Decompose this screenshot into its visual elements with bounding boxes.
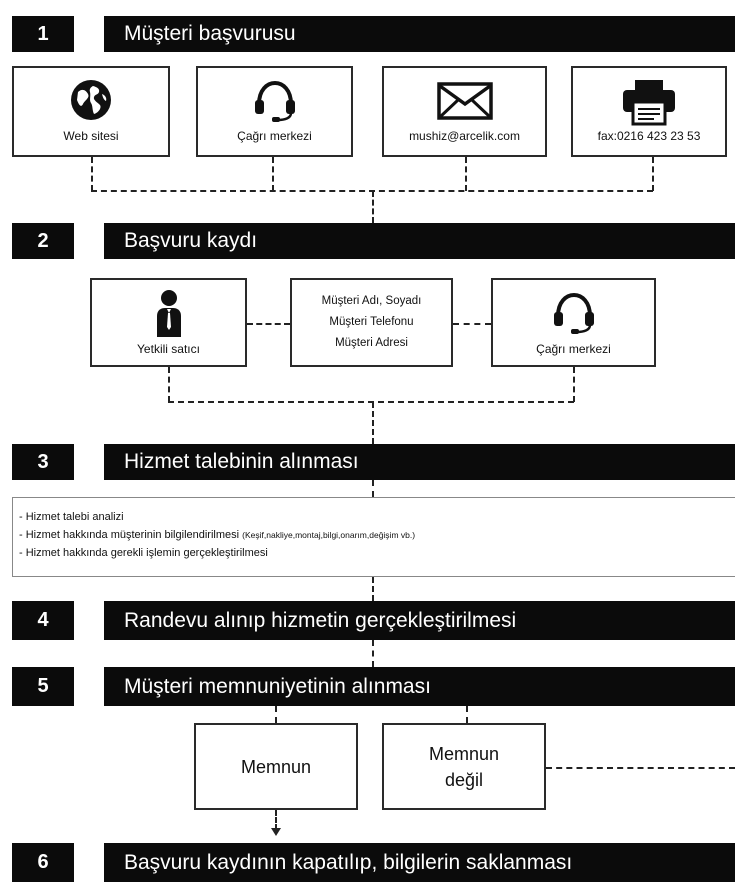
registration-label: Yetkili satıcı	[137, 342, 200, 356]
service-details-box: - Hizmet talebi analizi - Hizmet hakkınd…	[12, 497, 735, 577]
service-item-note: (Keşif,nakliye,montaj,bilgi,onarım,değiş…	[242, 530, 416, 540]
connector	[247, 323, 290, 325]
satisfied-label: Memnun	[240, 756, 312, 777]
fax-icon	[573, 78, 725, 126]
connector	[275, 810, 277, 830]
channel-label: fax:0216 423 23 53	[597, 129, 701, 143]
service-item: - Hizmet talebi analizi	[19, 511, 124, 523]
customer-address-field: Müşteri Adresi	[335, 337, 408, 349]
step-number-5: 5	[12, 667, 74, 706]
registration-label: Çağrı merkezi	[536, 342, 611, 356]
step-number-4: 4	[12, 601, 74, 640]
connector	[91, 157, 93, 191]
service-item: - Hizmet hakkında gerekli işlemin gerçek…	[19, 547, 268, 559]
connector	[573, 367, 575, 402]
globe-icon	[14, 78, 168, 122]
customer-phone-field: Müşteri Telefonu	[329, 316, 414, 328]
person-icon	[92, 289, 245, 339]
registration-customer-info: Müşteri Adı, Soyadı Müşteri Telefonu Müş…	[290, 278, 453, 367]
step-bar-6: Başvuru kaydının kapatılıp, bilgilerin s…	[104, 843, 735, 882]
channel-label: mushiz@arcelik.com	[409, 129, 520, 143]
connector	[372, 640, 374, 667]
channel-fax: fax:0216 423 23 53	[571, 66, 727, 157]
step-number-2: 2	[12, 223, 74, 259]
connector	[465, 157, 467, 191]
connector	[275, 706, 277, 723]
satisfied-box: Memnun	[194, 723, 358, 810]
channel-call-center: Çağrı merkezi	[196, 66, 353, 157]
step-number-1: 1	[12, 16, 74, 52]
step-bar-1: Müşteri başvurusu	[104, 16, 735, 52]
connector	[272, 157, 274, 191]
channel-web: Web sitesi	[12, 66, 170, 157]
step-bar-3: Hizmet talebinin alınması	[104, 444, 735, 480]
connector	[652, 157, 654, 191]
connector	[168, 401, 574, 403]
connector	[372, 577, 374, 601]
customer-name-field: Müşteri Adı, Soyadı	[321, 295, 422, 307]
registration-call-center: Çağrı merkezi	[491, 278, 656, 367]
headset-icon	[198, 78, 351, 124]
registration-dealer: Yetkili satıcı	[90, 278, 247, 367]
connector	[546, 767, 735, 769]
connector	[168, 367, 170, 402]
not-satisfied-label-line2: değil	[444, 769, 484, 790]
connector	[453, 323, 491, 325]
connector	[372, 402, 374, 444]
service-item: - Hizmet hakkında müşterinin bilgilendir…	[19, 529, 416, 541]
headset-icon	[493, 290, 654, 336]
connector	[372, 191, 374, 223]
channel-label: Çağrı merkezi	[237, 129, 312, 143]
not-satisfied-label-line1: Memnun	[428, 743, 500, 764]
channel-label: Web sitesi	[63, 129, 119, 143]
step-bar-5: Müşteri memnuniyetinin alınması	[104, 667, 735, 706]
step-bar-4: Randevu alınıp hizmetin gerçekleştirilme…	[104, 601, 735, 640]
envelope-icon	[384, 82, 545, 120]
connector	[372, 480, 374, 497]
step-number-6: 6	[12, 843, 74, 882]
arrow-down-icon	[271, 828, 281, 836]
channel-email: mushiz@arcelik.com	[382, 66, 547, 157]
step-bar-2: Başvuru kaydı	[104, 223, 735, 259]
not-satisfied-box: Memnun değil	[382, 723, 546, 810]
connector	[466, 706, 468, 723]
step-number-3: 3	[12, 444, 74, 480]
